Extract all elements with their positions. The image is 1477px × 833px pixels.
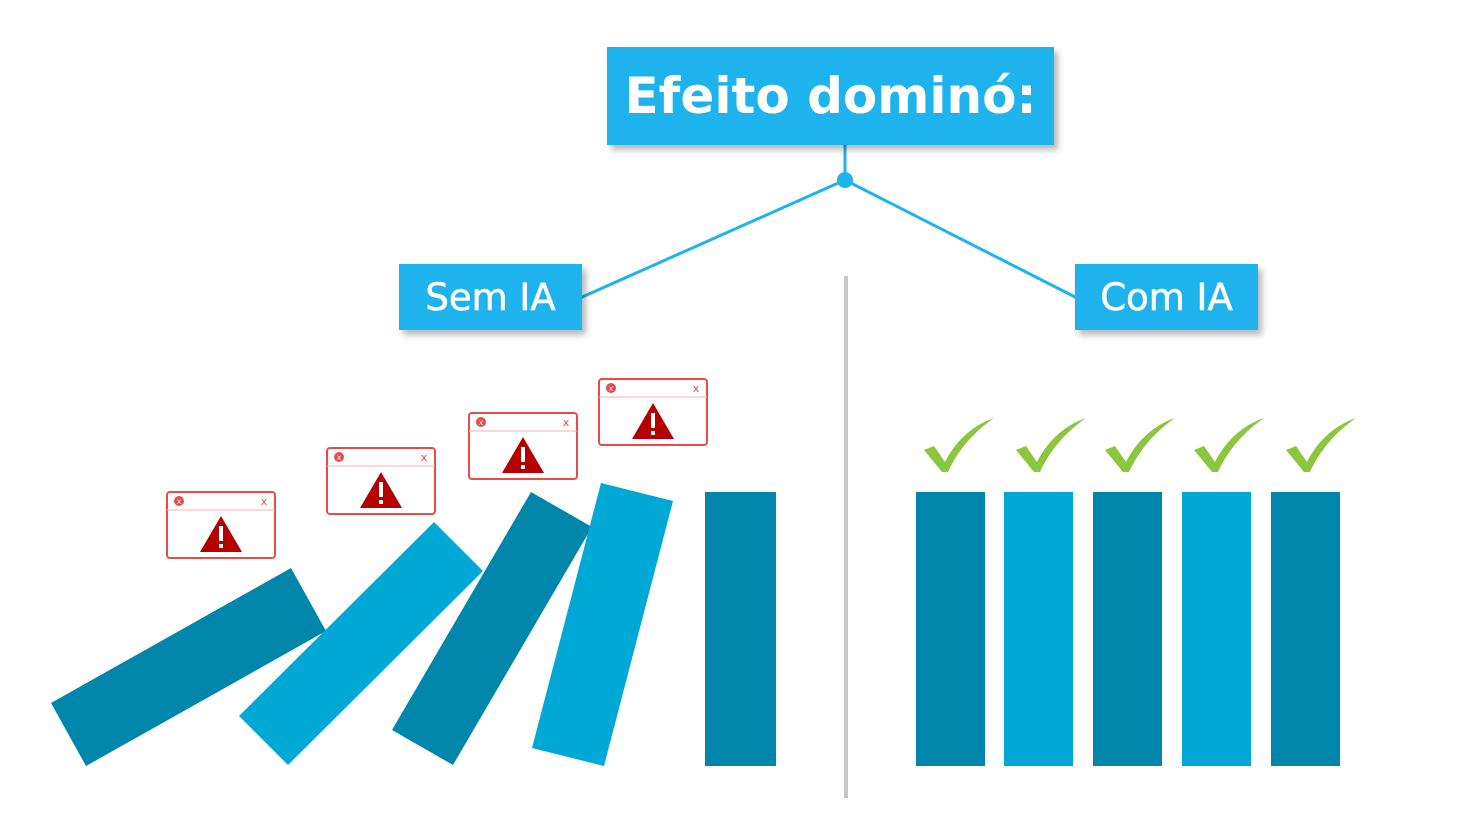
svg-text:x: x (261, 495, 268, 508)
standing-domino-4 (1182, 492, 1251, 766)
warning-window-icon: x x (326, 447, 436, 515)
connector-node (837, 172, 853, 188)
standing-domino-2 (1004, 492, 1073, 766)
falling-dominoes (51, 483, 776, 766)
connector-right (844, 178, 1078, 300)
svg-text:x: x (609, 384, 614, 393)
svg-text:x: x (421, 451, 428, 464)
falling-domino-3 (392, 492, 592, 765)
svg-text:x: x (693, 382, 700, 395)
page-title: Efeito dominó: (607, 47, 1054, 145)
error-windows: x x x x x x (166, 378, 708, 559)
svg-text:x: x (337, 453, 342, 462)
branch-label-with-ai: Com IA (1075, 264, 1258, 330)
standing-domino-left (705, 492, 776, 766)
checkmark-icon (1105, 418, 1175, 472)
standing-domino-3 (1093, 492, 1162, 766)
standing-domino-5 (1271, 492, 1340, 766)
connector-left (579, 178, 846, 300)
warning-window-icon: x x (468, 412, 578, 480)
standing-dominoes (916, 492, 1340, 766)
checkmark-icon (1016, 418, 1086, 472)
standing-domino-1 (916, 492, 985, 766)
svg-text:x: x (563, 416, 570, 429)
warning-window-icon: x x (166, 491, 276, 559)
svg-text:x: x (479, 418, 484, 427)
warning-window-icon: x x (598, 378, 708, 446)
falling-domino-2 (239, 522, 483, 765)
checkmark-icon (1194, 418, 1264, 472)
falling-domino-1 (51, 568, 326, 766)
falling-domino-4 (532, 483, 673, 766)
connector-lines (579, 145, 1078, 300)
svg-text:x: x (177, 497, 182, 506)
checkmarks (924, 418, 1356, 472)
branch-label-without-ai: Sem IA (399, 264, 582, 330)
checkmark-icon (924, 418, 994, 472)
checkmark-icon (1286, 418, 1356, 472)
